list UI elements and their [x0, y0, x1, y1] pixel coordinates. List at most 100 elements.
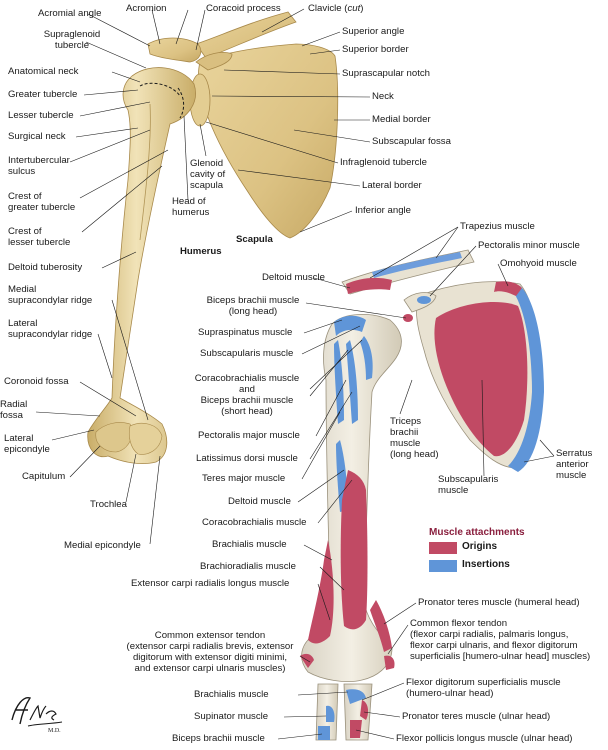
label-acromial-angle: Acromial angle [38, 8, 102, 19]
label-radial-fossa: Radial fossa [0, 399, 28, 421]
leader-line [223, 69, 341, 75]
leader-line [151, 9, 161, 45]
leader-line [305, 302, 407, 319]
label-serratus-anterior-muscle: Serratus anterior muscle [556, 448, 593, 481]
leader-line [175, 9, 189, 45]
label-biceps-brachii-muscle: Biceps brachii muscle [172, 733, 265, 744]
leader-line [81, 165, 163, 233]
label-anatomical-neck: Anatomical neck [8, 66, 79, 77]
leader-line [383, 602, 417, 625]
leader-line [303, 319, 343, 334]
leader-line [399, 379, 413, 415]
label-clavicle: Clavicle (cut) [308, 3, 364, 14]
leader-line [429, 245, 477, 297]
leader-line [293, 129, 371, 143]
svg-text:M.D.: M.D. [48, 728, 61, 734]
label-deltoid-tuberosity: Deltoid tuberosity [8, 262, 83, 273]
label-brachioradialis-muscle: Brachioradialis muscle [200, 561, 296, 572]
acromion-bone [147, 37, 202, 63]
label-deltoid-muscle-top: Deltoid muscle [262, 272, 325, 283]
label-teres-major-muscle: Teres major muscle [202, 473, 286, 484]
label-medial-supracondylar-ridge: Medial supracondylar ridge [8, 284, 93, 306]
leader-line [301, 325, 361, 355]
label-inferior-angle: Inferior angle [355, 205, 411, 216]
leader-line [355, 729, 395, 740]
label-glenoid-cavity: Glenoid cavity of scapula [190, 158, 226, 191]
leader-line [309, 49, 341, 55]
leader-line [69, 445, 101, 478]
label-lesser-tubercle: Lesser tubercle [8, 110, 74, 121]
label-coracobrachialis-biceps-short: Coracobrachialis muscle and Biceps brach… [194, 373, 300, 417]
leader-line [83, 89, 139, 96]
leader-line [75, 127, 139, 138]
label-biceps-long-head: Biceps brachii muscle (long head) [206, 295, 300, 317]
legend-swatch-origins [429, 542, 457, 554]
label-crest-greater-tubercle: Crest of greater tubercle [8, 191, 76, 213]
label-triceps-long-head: Triceps brachii muscle (long head) [390, 416, 439, 460]
label-coracobrachialis-muscle: Coracobrachialis muscle [202, 517, 307, 528]
label-supinator-muscle: Supinator muscle [194, 711, 269, 722]
leader-line [523, 455, 555, 463]
label-surgical-neck: Surgical neck [8, 131, 66, 142]
leader-line [309, 349, 349, 397]
leader-line [363, 711, 401, 718]
leader-line [315, 379, 347, 437]
leader-line [313, 277, 351, 289]
label-crest-lesser-tubercle: Crest of lesser tubercle [8, 226, 71, 248]
label-trapezius-muscle: Trapezius muscle [460, 221, 535, 232]
label-brachialis-muscle-top: Brachialis muscle [212, 539, 287, 550]
leader-line [79, 101, 151, 117]
label-flexor-digitorum-superficialis: Flexor digitorum superficialis muscle (h… [406, 677, 561, 699]
label-lateral-supracondylar-ridge: Lateral supracondylar ridge [8, 318, 93, 340]
leader-line [69, 129, 151, 163]
leader-line [79, 149, 169, 199]
leader-line [309, 391, 353, 460]
label-pronator-teres-humeral: Pronator teres muscle (humeral head) [418, 597, 580, 608]
leader-line [205, 121, 339, 164]
label-brachialis-muscle-bottom: Brachialis muscle [194, 689, 269, 700]
leader-line [85, 41, 147, 69]
label-deltoid-muscle-mid: Deltoid muscle [228, 496, 291, 507]
leader-line [317, 583, 331, 621]
leader-line [299, 655, 311, 663]
leader-line [303, 544, 333, 561]
legend: Muscle attachments Origins Insertions [429, 527, 525, 574]
leader-line [125, 453, 137, 503]
label-common-extensor-tendon: Common extensor tendon (extensor carpi r… [126, 630, 294, 674]
label-supraspinatus-muscle: Supraspinatus muscle [198, 327, 293, 338]
label-flexor-pollicis-longus: Flexor pollicis longus muscle (ulnar hea… [396, 733, 573, 744]
leader-line [297, 691, 349, 696]
label-head-of-humerus: Head of humerus [172, 196, 210, 218]
leader-line [299, 210, 353, 233]
attachments-group [300, 249, 544, 741]
label-medial-border: Medial border [372, 114, 431, 125]
humerus-bone [87, 67, 196, 464]
label-intertubercular-sulcus: Intertubercular sulcus [8, 155, 70, 177]
leader-line [183, 115, 189, 201]
leader-line [301, 31, 341, 47]
leader-line [199, 123, 207, 157]
label-superior-angle: Superior angle [342, 26, 405, 37]
leader-line [387, 624, 409, 655]
label-extensor-carpi-radialis-longus: Extensor carpi radialis longus muscle [131, 578, 290, 589]
leader-line [149, 455, 161, 545]
legend-row-origins: Origins [429, 540, 525, 556]
leader-line [195, 9, 206, 51]
label-scapula: Scapula [236, 234, 273, 245]
legend-swatch-insertions [429, 560, 457, 572]
label-pectoralis-major-muscle: Pectoralis major muscle [198, 430, 300, 441]
label-greater-tubercle: Greater tubercle [8, 89, 78, 100]
label-latissimus-dorsi-muscle: Latissimus dorsi muscle [196, 453, 298, 464]
leader-line [317, 479, 353, 524]
leader-line [539, 439, 555, 457]
leader-line [497, 263, 509, 287]
label-coracoid-process: Coracoid process [206, 3, 281, 14]
netter-signature: M.D. [11, 697, 63, 734]
leader-line [111, 71, 141, 83]
legend-label-insertions: Insertions [462, 559, 510, 570]
leader-line [481, 379, 485, 477]
leader-line [261, 8, 305, 33]
leader-line [283, 715, 327, 718]
leader-line [111, 299, 149, 421]
